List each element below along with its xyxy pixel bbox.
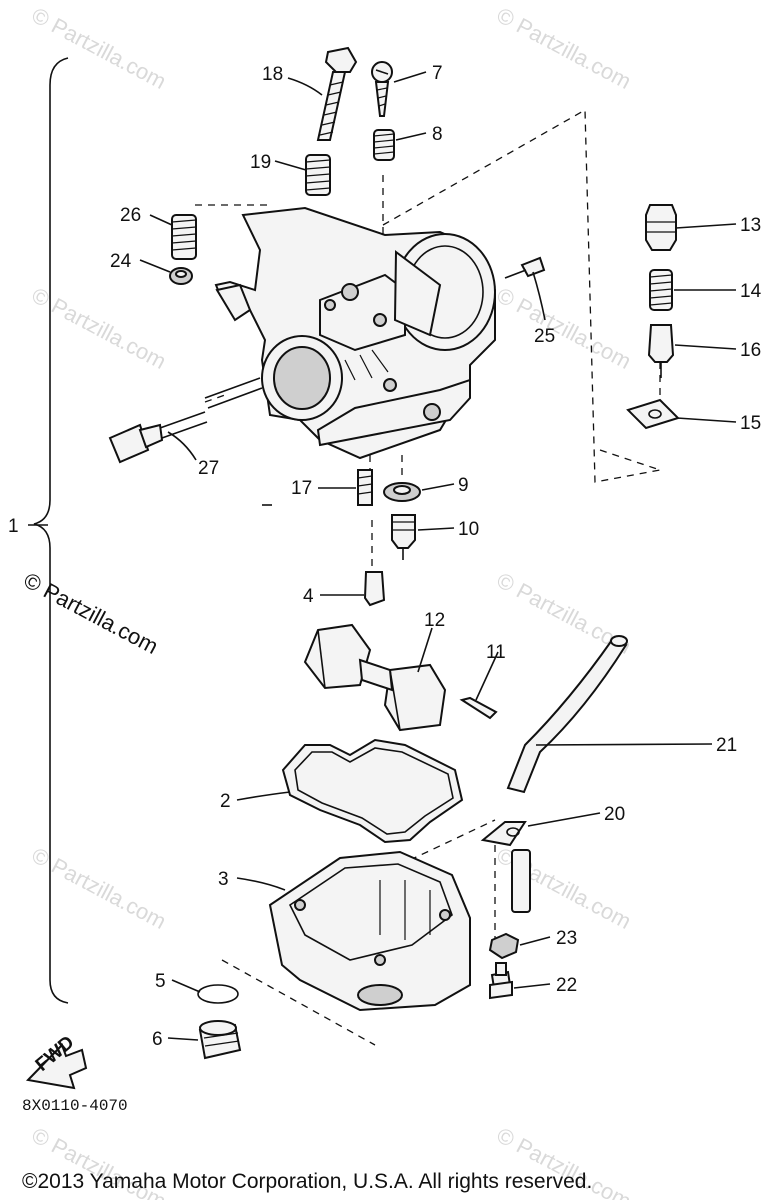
copyright-notice: ©2013 Yamaha Motor Corporation, U.S.A. A…: [22, 1170, 592, 1193]
callout-6: 6: [152, 1029, 163, 1050]
watermark-text: © Partzilla.com: [28, 2, 171, 94]
callout-7: 7: [432, 63, 443, 84]
callout-24: 24: [110, 251, 132, 272]
callout-20: 20: [604, 804, 625, 825]
leader-lines: [28, 71, 737, 1041]
carburetor-body: [214, 206, 496, 460]
part-19-spring: [305, 154, 331, 196]
part-9-washer: [383, 482, 421, 502]
part-25-screw: [504, 256, 546, 279]
callout-2: 2: [220, 791, 231, 812]
callout-4: 4: [303, 586, 314, 607]
part-15-plate: [626, 398, 680, 430]
callout-18: 18: [262, 64, 283, 85]
watermark-text: © Partzilla.com: [493, 282, 636, 374]
fwd-arrow-icon: FWD: [25, 1032, 88, 1090]
callout-16: 16: [740, 340, 761, 361]
assembly-brace: [33, 57, 69, 1004]
callout-5: 5: [155, 971, 166, 992]
part-11-pin: [459, 696, 498, 720]
diagram-code: 8X0110-4070: [22, 1097, 128, 1115]
callout-22: 22: [556, 975, 577, 996]
watermark-text: © Partzilla.com: [493, 2, 636, 94]
callout-10: 10: [458, 519, 479, 540]
part-4-main-jet: [363, 571, 386, 607]
part-26-spring: [171, 214, 197, 260]
callout-23: 23: [556, 928, 577, 949]
part-17-jet: [357, 469, 373, 506]
part-14-spring: [649, 269, 673, 311]
drain-tube-section: [511, 849, 531, 913]
part-21-drain-hose: [506, 635, 628, 794]
callout-1: 1: [8, 516, 19, 537]
part-7-screw: [371, 61, 393, 117]
callout-labels: 1 2 3 4 5 6 7 8 9 10 11 12 13 14 15 16 1…: [8, 63, 762, 1050]
part-24-ring: [169, 267, 193, 285]
part-5-o-ring: [197, 984, 239, 1004]
part-6-drain-plug: [198, 1020, 242, 1060]
callout-27: 27: [198, 458, 219, 479]
watermark-text: © Partzilla.com: [28, 282, 171, 374]
part-13-valve-seat: [645, 204, 677, 251]
callout-9: 9: [458, 475, 469, 496]
callout-19: 19: [250, 152, 271, 173]
watermark-text: © Partzilla.com: [28, 842, 171, 934]
part-16-needle-valve: [647, 324, 675, 378]
callout-8: 8: [432, 124, 443, 145]
callout-11: 11: [486, 642, 506, 663]
callout-15: 15: [740, 413, 761, 434]
callout-12: 12: [424, 610, 445, 631]
callout-25: 25: [534, 326, 555, 347]
part-10-jet-holder: [391, 514, 416, 560]
watermark-main: © Partzilla.com: [20, 567, 163, 659]
part-22-bolt: [489, 962, 513, 1000]
callout-21: 21: [716, 735, 737, 756]
callout-3: 3: [218, 869, 229, 890]
part-18-throttle-stop-screw: [316, 46, 358, 141]
callout-14: 14: [740, 281, 762, 302]
callout-13: 13: [740, 215, 761, 236]
part-20-plate: [480, 821, 527, 847]
part-23-nut: [488, 932, 520, 960]
callout-26: 26: [120, 205, 141, 226]
part-12-float: [303, 623, 447, 732]
part-3-float-bowl: [268, 850, 471, 1012]
part-27-choke-plunger: [108, 377, 263, 464]
callout-17: 17: [291, 478, 312, 499]
part-2-gasket: [281, 738, 464, 844]
part-8-spring: [373, 129, 395, 161]
